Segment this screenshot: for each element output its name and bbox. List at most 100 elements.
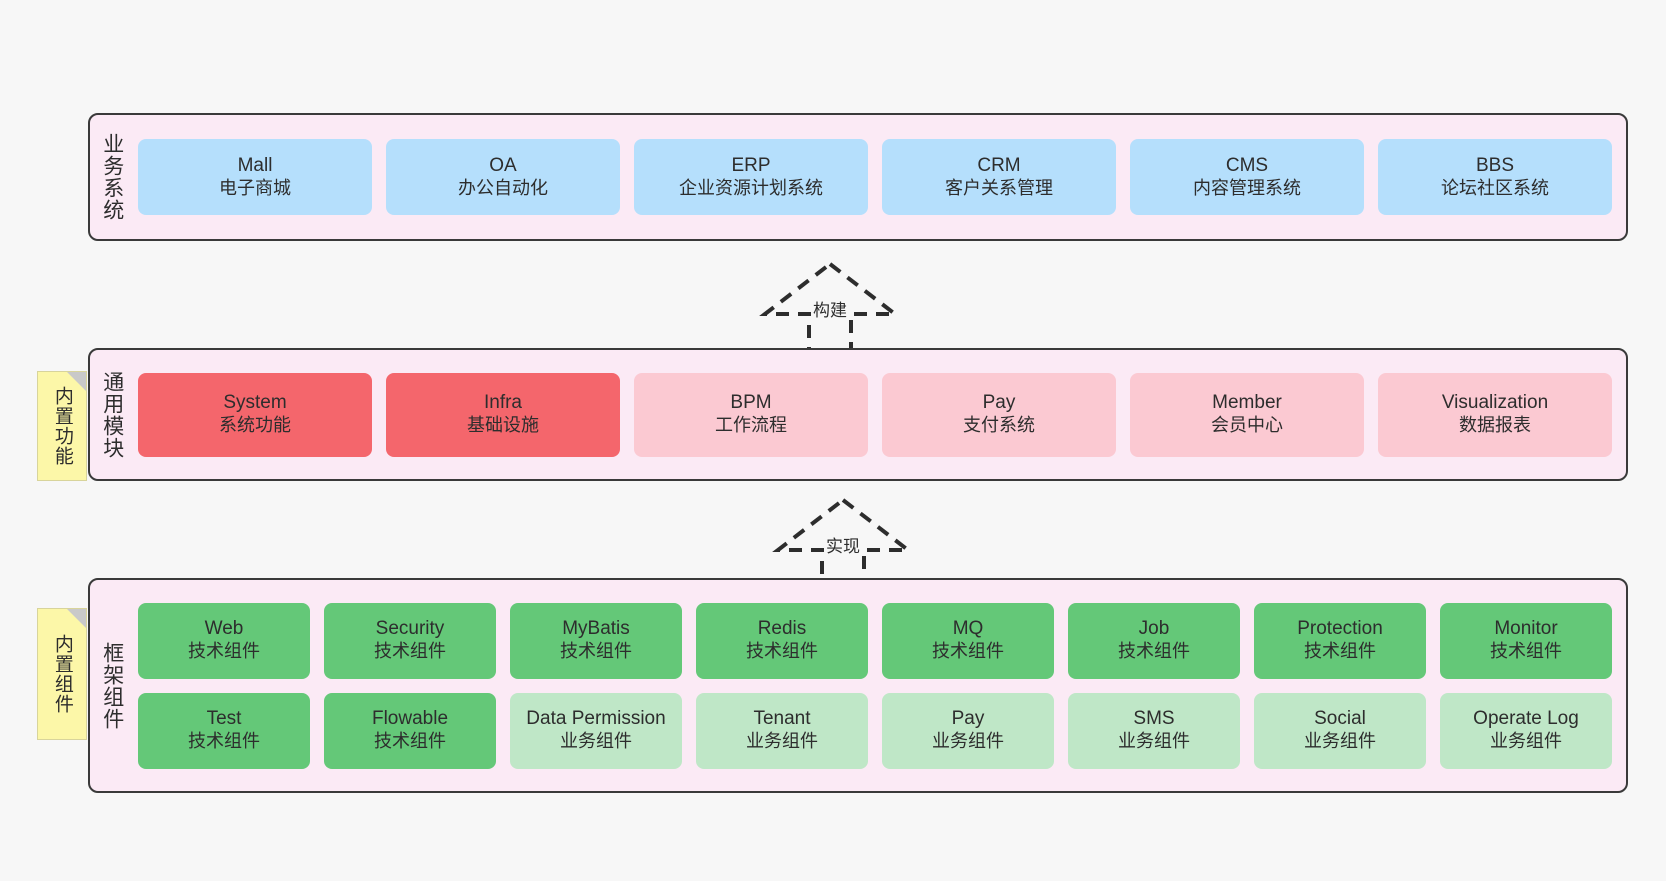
node-crm[interactable]: CRM 客户关系管理 [882,139,1116,215]
connector-build: 构建 [755,258,905,356]
node-redis[interactable]: Redis 技术组件 [696,602,868,679]
node-title: OA [489,154,517,176]
node-subtitle: 技术组件 [560,641,632,662]
node-subtitle: 业务组件 [1304,731,1376,752]
node-title: Social [1314,708,1366,730]
layer-common-module: 通用模块 System 系统功能 Infra 基础设施 BPM 工作流程 Pay… [88,348,1628,481]
node-title: Operate Log [1473,708,1579,730]
note-builtin-component: 内置组件 [37,608,87,740]
node-sms[interactable]: SMS 业务组件 [1068,692,1240,769]
node-subtitle: 内容管理系统 [1193,177,1301,198]
node-security[interactable]: Security 技术组件 [324,602,496,679]
node-bbs[interactable]: BBS 论坛社区系统 [1378,139,1612,215]
node-title: Infra [483,392,523,414]
node-subtitle: 技术组件 [188,731,260,752]
layer-body-business-system: Mall 电子商城 OA 办公自动化 ERP 企业资源计划系统 CRM 客户关系… [134,115,1626,239]
node-subtitle: 数据报表 [1459,415,1531,436]
node-protection[interactable]: Protection 技术组件 [1254,602,1426,679]
node-subtitle: 业务组件 [1118,731,1190,752]
node-subtitle: 办公自动化 [458,177,548,198]
node-test[interactable]: Test 技术组件 [138,692,310,769]
node-subtitle: 技术组件 [374,731,446,752]
connector-implement-label: 实现 [826,537,860,556]
node-subtitle: 业务组件 [932,731,1004,752]
node-subtitle: 技术组件 [932,641,1004,662]
node-social[interactable]: Social 业务组件 [1254,692,1426,769]
node-title: Test [206,708,242,730]
node-tenant[interactable]: Tenant 业务组件 [696,692,868,769]
node-subtitle: 业务组件 [560,731,632,752]
node-pay-component[interactable]: Pay 业务组件 [882,692,1054,769]
node-title: System [223,392,287,414]
node-monitor[interactable]: Monitor 技术组件 [1440,602,1612,679]
node-title: SMS [1133,708,1175,730]
layer-body-framework-component: Web 技术组件 Security 技术组件 MyBatis 技术组件 Redi… [134,580,1626,791]
node-subtitle: 工作流程 [715,415,787,436]
node-subtitle: 支付系统 [963,415,1035,436]
layer-label-framework-component: 框架组件 [100,641,124,730]
layer-body-common-module: System 系统功能 Infra 基础设施 BPM 工作流程 Pay 支付系统… [134,350,1626,479]
node-subtitle: 业务组件 [746,731,818,752]
node-title: BPM [730,392,772,414]
node-title: CMS [1225,154,1269,176]
node-pay-module[interactable]: Pay 支付系统 [882,372,1116,457]
node-title: Web [204,618,244,640]
node-infra[interactable]: Infra 基础设施 [386,372,620,457]
node-title: Security [375,618,445,640]
node-row: System 系统功能 Infra 基础设施 BPM 工作流程 Pay 支付系统… [138,372,1612,457]
node-title: Redis [757,618,807,640]
node-cms[interactable]: CMS 内容管理系统 [1130,139,1364,215]
node-title: Protection [1297,618,1383,640]
node-subtitle: 技术组件 [374,641,446,662]
node-erp[interactable]: ERP 企业资源计划系统 [634,139,868,215]
node-subtitle: 业务组件 [1490,731,1562,752]
node-row: Web 技术组件 Security 技术组件 MyBatis 技术组件 Redi… [138,602,1612,679]
node-member[interactable]: Member 会员中心 [1130,372,1364,457]
node-title: Pay [982,392,1016,414]
node-title: Mall [237,154,273,176]
node-subtitle: 客户关系管理 [945,177,1053,198]
node-flowable[interactable]: Flowable 技术组件 [324,692,496,769]
node-title: MQ [952,618,984,640]
node-oa[interactable]: OA 办公自动化 [386,139,620,215]
node-subtitle: 技术组件 [1304,641,1376,662]
layer-business-system: 业务系统 Mall 电子商城 OA 办公自动化 ERP 企业资源计划系统 CRM… [88,113,1628,241]
node-row: Mall 电子商城 OA 办公自动化 ERP 企业资源计划系统 CRM 客户关系… [138,139,1612,215]
connector-build-label: 构建 [813,301,847,320]
node-data-permission[interactable]: Data Permission 业务组件 [510,692,682,769]
note-label: 内置组件 [51,634,73,714]
note-fold-icon [67,609,86,628]
node-system[interactable]: System 系统功能 [138,372,372,457]
node-title: MyBatis [562,618,630,640]
node-subtitle: 技术组件 [746,641,818,662]
node-subtitle: 技术组件 [188,641,260,662]
node-subtitle: 会员中心 [1211,415,1283,436]
node-subtitle: 论坛社区系统 [1441,177,1549,198]
node-title: CRM [977,154,1021,176]
node-subtitle: 电子商城 [219,177,291,198]
layer-framework-component: 框架组件 Web 技术组件 Security 技术组件 MyBatis 技术组件… [88,578,1628,793]
layer-label-common-module: 通用模块 [100,370,124,459]
node-subtitle: 系统功能 [219,415,291,436]
node-mall[interactable]: Mall 电子商城 [138,139,372,215]
node-subtitle: 技术组件 [1118,641,1190,662]
node-subtitle: 企业资源计划系统 [679,177,823,198]
node-row: Test 技术组件 Flowable 技术组件 Data Permission … [138,692,1612,769]
note-fold-icon [67,372,86,391]
node-bpm[interactable]: BPM 工作流程 [634,372,868,457]
node-web[interactable]: Web 技术组件 [138,602,310,679]
node-title: Job [1138,618,1170,640]
node-mybatis[interactable]: MyBatis 技术组件 [510,602,682,679]
node-title: Member [1212,392,1282,414]
node-job[interactable]: Job 技术组件 [1068,602,1240,679]
node-title: Monitor [1494,618,1558,640]
layer-label-business-system: 业务系统 [100,133,124,221]
node-subtitle: 技术组件 [1490,641,1562,662]
node-operate-log[interactable]: Operate Log 业务组件 [1440,692,1612,769]
node-title: Flowable [371,708,449,730]
node-visualization[interactable]: Visualization 数据报表 [1378,372,1612,457]
node-mq[interactable]: MQ 技术组件 [882,602,1054,679]
node-title: BBS [1475,154,1515,176]
node-title: Data Permission [526,708,666,730]
